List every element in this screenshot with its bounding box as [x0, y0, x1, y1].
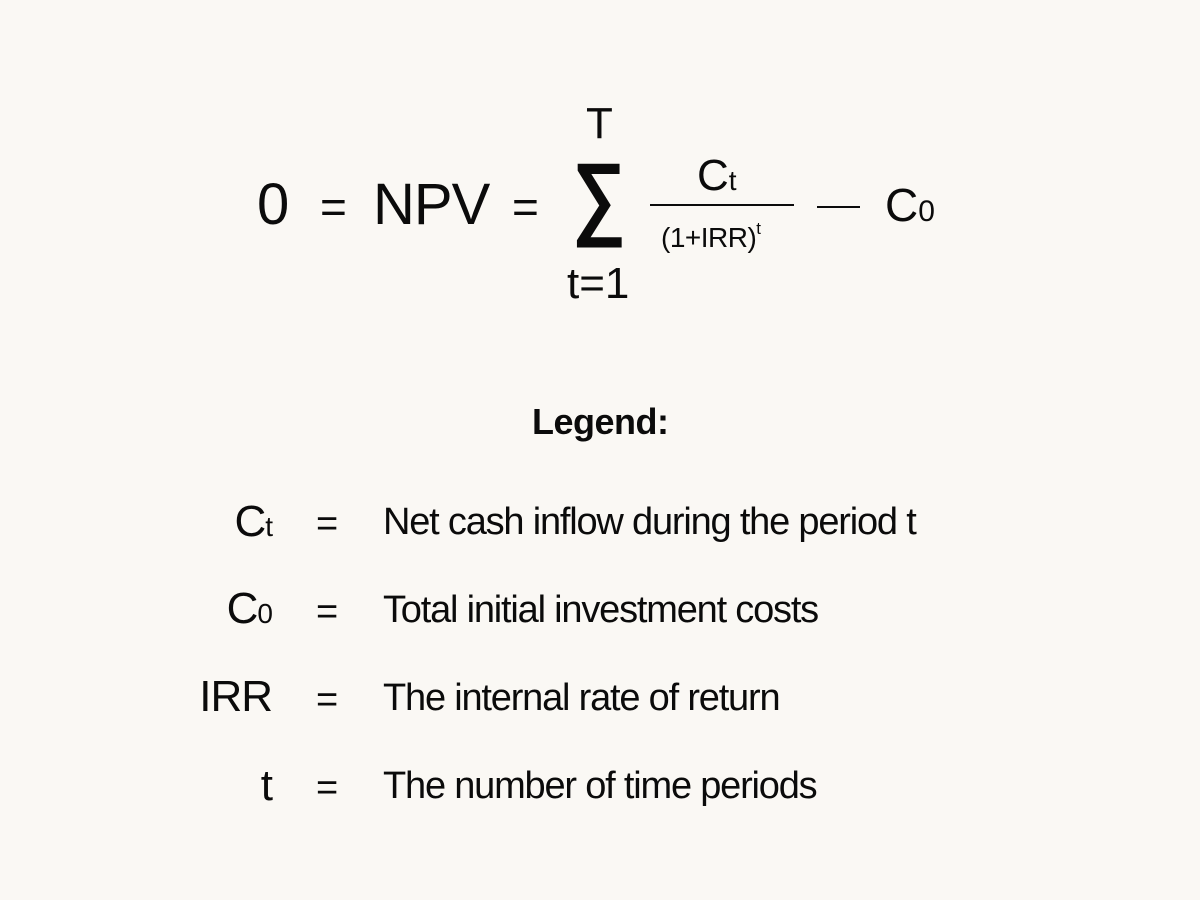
formula-equals-2: = [512, 181, 539, 233]
c0-base: C [885, 179, 919, 231]
legend-description: Total initial investment costs [383, 589, 819, 631]
c0-subscript: 0 [918, 195, 935, 228]
sigma-icon: ∑ [572, 145, 626, 247]
legend-description: The number of time periods [383, 765, 818, 807]
symbol-base: t [260, 761, 273, 810]
denominator-exponent: t [756, 219, 761, 238]
legend-title: Legend: [532, 401, 669, 442]
symbol-subscript: 0 [257, 598, 273, 629]
formula-zero: 0 [257, 172, 289, 237]
legend-symbol: IRR [112, 672, 273, 721]
numerator-subscript: t [728, 165, 737, 196]
legend-symbol: t [112, 761, 273, 810]
legend-description: Net cash inflow during the period t [383, 501, 917, 543]
numerator-base: C [697, 151, 729, 200]
fraction-numerator: Ct [697, 154, 737, 198]
legend-equals: = [316, 591, 339, 633]
symbol-base: C [226, 584, 259, 633]
denominator-base: (1+IRR) [661, 222, 757, 253]
legend-symbol: Ct [112, 497, 273, 546]
sum-upper-limit: T [586, 99, 613, 148]
legend-symbol: C0 [112, 584, 273, 633]
legend-description: The internal rate of return [383, 677, 781, 719]
legend-equals: = [316, 767, 339, 809]
formula-equals-1: = [320, 181, 347, 233]
fraction-denominator: (1+IRR)t [661, 220, 761, 253]
symbol-subscript: t [265, 511, 273, 542]
minus-sign [817, 206, 860, 208]
legend-equals: = [316, 679, 339, 721]
sum-lower-limit: t=1 [567, 259, 630, 308]
formula-c0: C0 [885, 182, 935, 228]
fraction-bar [650, 204, 794, 206]
symbol-base: IRR [199, 672, 273, 721]
legend-equals: = [316, 503, 339, 545]
symbol-base: C [234, 497, 266, 546]
formula-npv: NPV [373, 172, 490, 237]
